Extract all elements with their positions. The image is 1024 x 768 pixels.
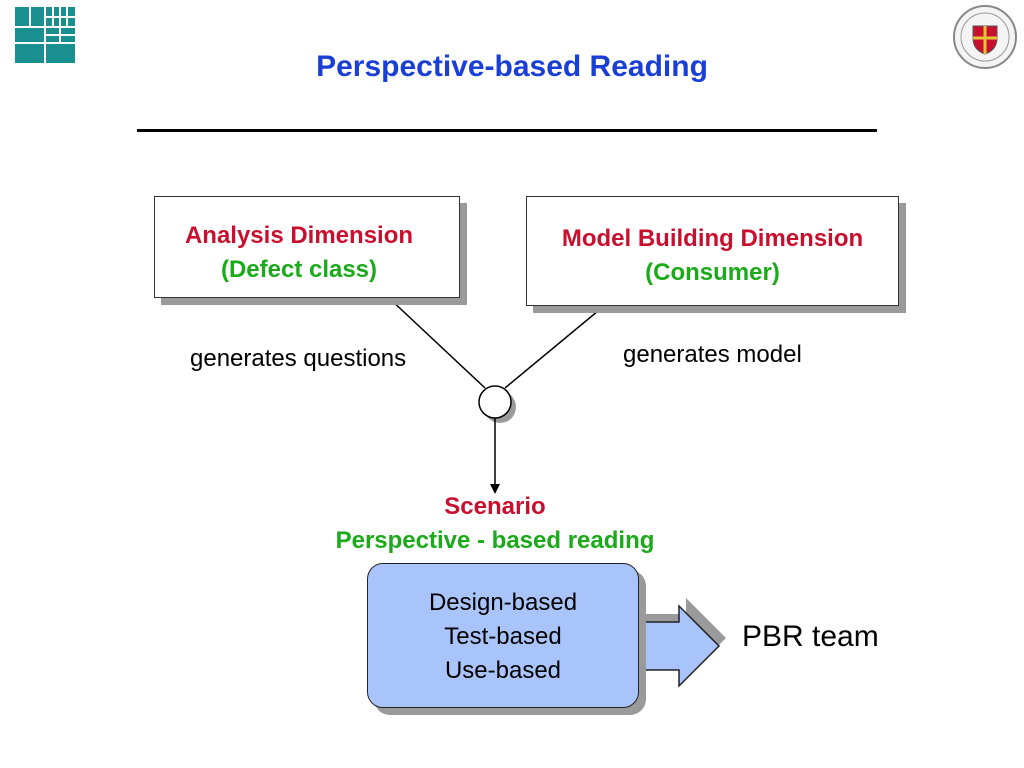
perspective-item: Test-based: [444, 623, 562, 650]
university-seal: [953, 5, 1017, 69]
perspective-item: Design-based: [428, 589, 578, 616]
generates-model-label: generates model: [623, 341, 802, 368]
scenario-title: Scenario: [444, 493, 546, 520]
perspective-types-box: [367, 563, 639, 708]
left-connector: [388, 297, 486, 389]
title-underline: [137, 129, 877, 132]
analysis-dimension-box: [154, 196, 460, 298]
analysis-dimension-title: Analysis Dimension: [184, 222, 414, 249]
page-title: Perspective-based Reading: [316, 50, 708, 83]
generates-questions-label: generates questions: [190, 345, 407, 372]
model-building-dimension-title: Model Building Dimension: [561, 225, 864, 252]
perspective-types-list: Design-based Test-based Use-based: [367, 586, 639, 688]
analysis-dimension-subtitle: (Defect class): [220, 256, 378, 283]
junction-circle: [478, 385, 512, 419]
right-arrow: [638, 604, 721, 688]
right-connector: [504, 305, 605, 389]
scenario-label: Scenario Perspective - based reading: [245, 490, 745, 558]
down-arrow-head: [490, 484, 500, 494]
analysis-dimension-text: Analysis Dimension (Defect class): [154, 219, 444, 287]
grid-logo: [15, 7, 75, 63]
pbr-team-label: PBR team: [742, 620, 879, 653]
scenario-subtitle: Perspective - based reading: [335, 527, 655, 554]
model-building-dimension-box: [526, 196, 899, 306]
model-building-dimension-text: Model Building Dimension (Consumer): [526, 222, 899, 290]
model-building-dimension-subtitle: (Consumer): [645, 259, 780, 286]
perspective-item: Use-based: [444, 657, 562, 684]
